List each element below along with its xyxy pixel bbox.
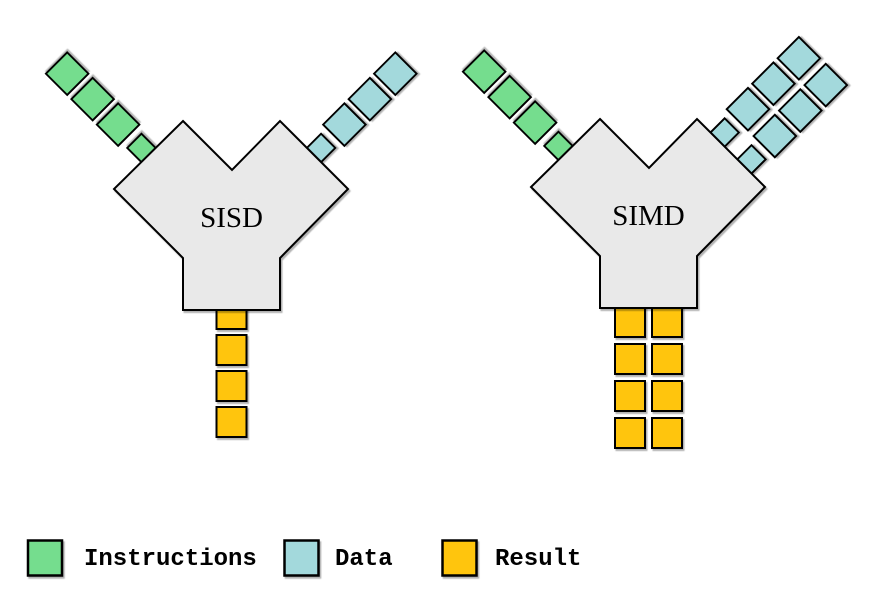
legend-swatch-result (441, 539, 478, 577)
result-square (614, 343, 646, 375)
result-square (215, 334, 248, 366)
result-square (651, 306, 683, 338)
instruction-square (70, 76, 116, 122)
data-square (803, 62, 849, 108)
legend-item-instructions: Instructions (26, 539, 257, 577)
instruction-square (487, 74, 533, 120)
legend-swatch-instructions (26, 539, 64, 577)
data-square (752, 113, 798, 159)
instruction-chain (461, 49, 574, 162)
data-chain (735, 62, 849, 175)
data-square (347, 76, 393, 122)
result-square (215, 308, 248, 330)
legend-item-result: Result (441, 539, 581, 577)
instruction-square (44, 51, 90, 97)
instruction-chain (44, 51, 157, 164)
legend-label-data: Data (335, 546, 393, 573)
instruction-square (461, 49, 507, 95)
result-square (651, 343, 683, 375)
processor-body-sisd (112, 119, 350, 311)
legend-swatch-data (283, 539, 320, 577)
processor-body-simd (529, 117, 767, 309)
result-square (651, 380, 683, 412)
data-square (777, 87, 823, 134)
data-square (750, 61, 797, 107)
legend: Instructions Data Result (26, 539, 581, 577)
legend-label-instructions: Instructions (84, 546, 257, 573)
processor-unit-sisd: SISD (44, 51, 418, 438)
result-square (215, 406, 248, 438)
instruction-square (512, 99, 558, 146)
result-square (651, 417, 683, 449)
processor-label-sisd: SISD (200, 202, 263, 234)
data-chain (305, 51, 418, 164)
legend-item-data: Data (283, 539, 393, 577)
legend-label-result: Result (495, 546, 581, 573)
data-square (725, 86, 771, 132)
result-square (614, 380, 646, 412)
data-square (372, 51, 418, 97)
result-square (215, 370, 248, 402)
result-square (614, 417, 646, 449)
result-square (614, 306, 646, 338)
processor-units: SISD SIMD (44, 35, 849, 449)
data-square (776, 35, 822, 81)
data-square (321, 101, 368, 148)
processor-label-simd: SIMD (612, 200, 685, 232)
processor-unit-simd: SIMD (461, 35, 849, 449)
data-chain (709, 35, 822, 149)
instruction-square (95, 101, 141, 148)
